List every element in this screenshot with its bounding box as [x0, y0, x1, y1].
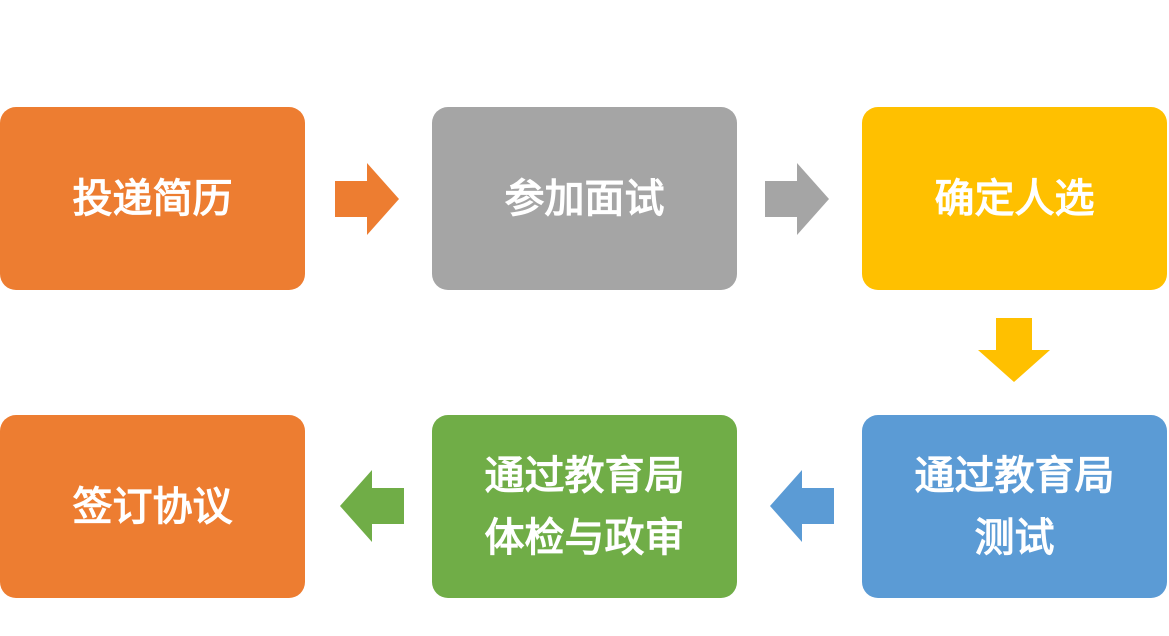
step-label: 签订协议 [72, 483, 233, 530]
step-label: 投递简历 [72, 175, 233, 222]
step-label: 参加面试 [504, 175, 665, 222]
left-arrow-icon [340, 470, 404, 542]
step-label-line1: 通过教育局 [484, 452, 685, 499]
step-pass-test: 通过教育局 测试 [862, 415, 1167, 598]
step-label-line1: 通过教育局 [914, 452, 1115, 499]
step-pass-exam-review: 通过教育局 体检与政审 [432, 415, 737, 598]
step-confirm-candidate: 确定人选 [862, 107, 1167, 290]
step-label-line2: 测试 [974, 514, 1055, 561]
right-arrow-icon [765, 163, 829, 235]
step-sign-agreement: 签订协议 [0, 415, 305, 598]
down-arrow-icon [978, 318, 1050, 382]
left-arrow-icon [770, 470, 834, 542]
step-attend-interview: 参加面试 [432, 107, 737, 290]
step-label: 确定人选 [934, 175, 1095, 222]
right-arrow-icon [335, 163, 399, 235]
step-label-line2: 体检与政审 [484, 514, 685, 561]
step-submit-resume: 投递简历 [0, 107, 305, 290]
